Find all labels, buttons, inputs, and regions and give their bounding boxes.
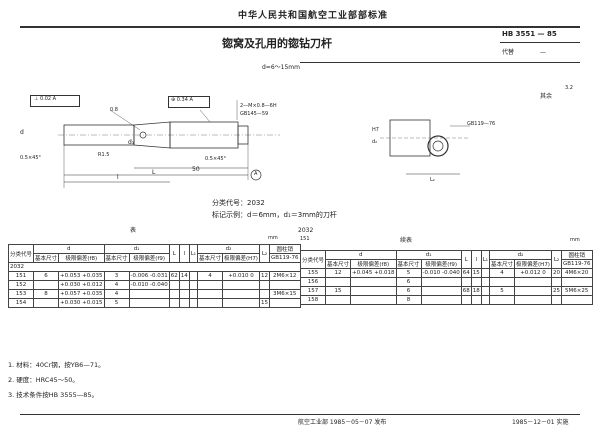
side-view-ring [427, 135, 449, 157]
standard-code: HB 3551 — 85 [502, 30, 557, 38]
note-3: 3. 技术条件按HB 3555—85。 [8, 391, 98, 399]
col-l: l [178, 244, 190, 263]
left-class-code-cell: 2032 [8, 262, 301, 272]
left-spec-table: 分类代号 d d₁ L l L₁ d₂ L₂ 圆柱销 基本尺寸 极限偏差(f8)… [7, 244, 301, 308]
col-class-code: 分类代号 [7, 244, 35, 263]
side-view-hole [432, 140, 444, 152]
replace-value: — [540, 49, 546, 56]
h7-label: H7 [372, 127, 379, 133]
chamfer-right-label: 0.5×45° [205, 156, 227, 162]
col-pin-std: GB119-76 [268, 253, 301, 263]
tolerance-frame-2 [168, 96, 210, 108]
tolerance-frame-1 [30, 95, 80, 107]
col-d-basic: 基本尺寸 [33, 253, 60, 263]
doc-range: d=6～15mm [262, 64, 300, 71]
col-d-tol: 极限偏差(f8) [58, 253, 105, 263]
gb145-label: GB145—59 [240, 111, 269, 117]
dim-d-label: d [20, 129, 24, 136]
dim-l-label: l [117, 174, 119, 181]
col-d: d [33, 244, 105, 254]
leader-1 [109, 109, 141, 131]
col-L1: L₁ [188, 244, 199, 263]
note-2: 2. 硬度：HRC45～50。 [8, 376, 79, 384]
thread-label: 2—M×0.8—6H [240, 103, 277, 109]
datum-A-label: A [254, 171, 258, 177]
dim-d2-label: d₂ [372, 139, 378, 145]
right-table-title: 续表 [400, 237, 413, 244]
left-table-title: 表 [130, 227, 137, 234]
roughness-value: 3.2 [565, 85, 573, 91]
right-class-code: 2032 [298, 227, 314, 234]
col-d2-tol: 极限偏差(H7) [222, 253, 260, 263]
footer-effective: 1985－12－01 实施 [512, 419, 569, 426]
tolerance-frame-2-text: ⊕ 0.34 A [171, 97, 193, 103]
ra-label: 0.8 [110, 107, 118, 113]
note-1: 1. 材料：40Cr钢，按YB6—71。 [8, 361, 105, 369]
standard-title: 中华人民共和国航空工业部部标准 [238, 11, 389, 21]
right-spec-table: 分类代号 d d₁ L l L₁ d₂ L₂ 圆柱销 基本尺寸 极限偏差(f8)… [299, 250, 593, 305]
dim-L-label: L [152, 169, 156, 176]
col-d2-basic: 基本尺寸 [197, 253, 224, 263]
gb119-label: GB119—76 [467, 121, 496, 127]
code-underline [500, 42, 580, 43]
tolerance-frame-1-text: ⊥ 0.02 A [34, 96, 57, 102]
footer-rule [20, 414, 580, 416]
footer-publisher: 航空工业部 1985－05－07 发布 [298, 419, 387, 426]
right-table-units: mm [570, 237, 580, 243]
pilot-end [237, 125, 249, 145]
col-d2: d₂ [197, 244, 260, 254]
tool-holder-drawing [58, 100, 280, 188]
radius-label: R1.5 [98, 152, 110, 158]
col-d1-basic: 基本尺寸 [103, 253, 130, 263]
classification-code: 分类代号：2032 [212, 199, 265, 207]
dim-d1-label: d₁ [128, 139, 135, 146]
dim-L2-label: L₂ [430, 177, 435, 183]
col-pin: 圆柱销 [268, 244, 301, 254]
side-view-drawing [380, 119, 470, 175]
roughness-label: 其余 [540, 93, 553, 100]
dim-50-label: 50 [192, 166, 200, 173]
leader-2 [199, 109, 211, 123]
replace-label: 代替 [502, 49, 515, 56]
chamfer-left-label: 0.5×45° [20, 155, 42, 161]
marking-example: 标记示例：d＝6mm，d₁＝3mm的刀杆 [212, 211, 337, 219]
datum-circle-A [250, 169, 262, 181]
col-L: L [168, 244, 180, 263]
pin-hole [139, 131, 147, 139]
col-L2: L₂ [258, 244, 270, 263]
title-rule [300, 62, 580, 63]
right-sub-code: 151 [300, 236, 310, 242]
col-d1: d₁ [103, 244, 170, 254]
col-d1-tol: 极限偏差(f9) [128, 253, 170, 263]
left-table-units: mm [268, 235, 278, 241]
doc-title: 锪窝及孔用的锪钻刀杆 [222, 37, 332, 50]
header-rule [20, 26, 580, 28]
